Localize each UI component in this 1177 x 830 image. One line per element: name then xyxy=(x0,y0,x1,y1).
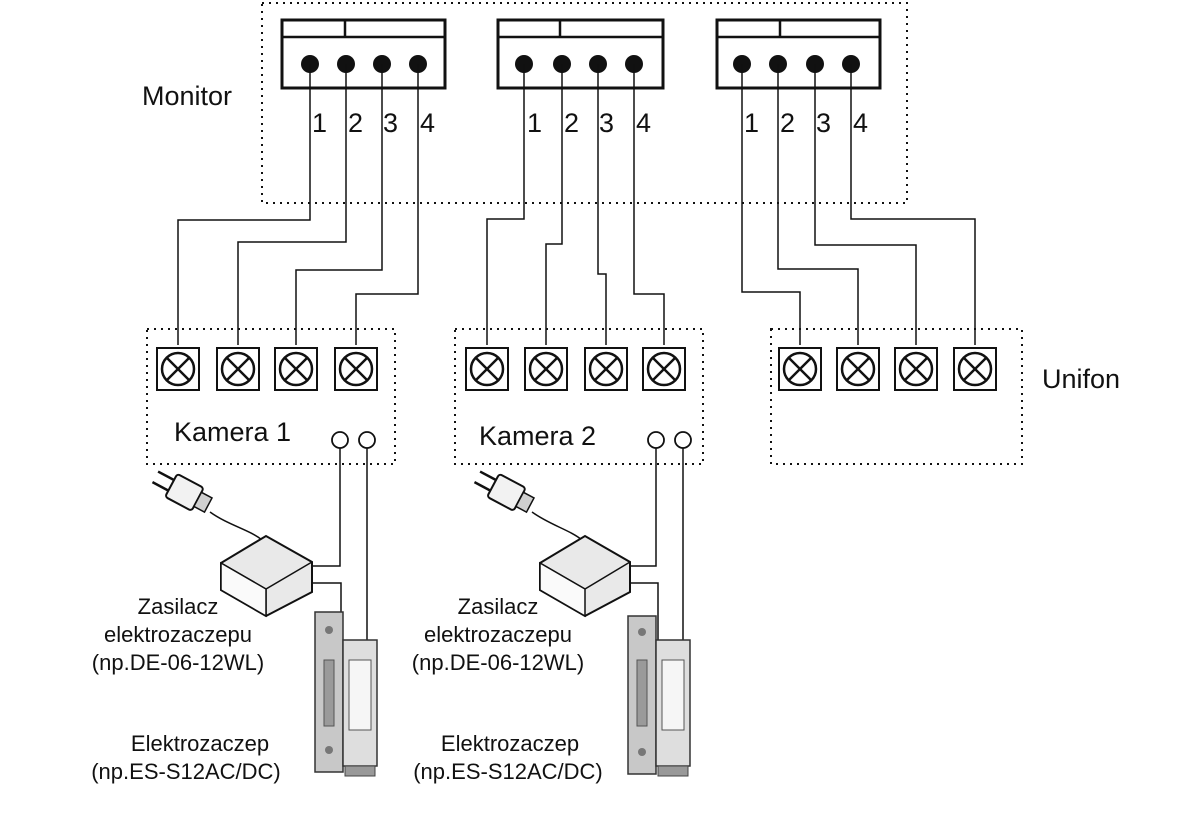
pin-label: 2 xyxy=(348,108,363,138)
lock-wires-left xyxy=(309,448,368,640)
lock-label-line-1: Elektrozaczep xyxy=(441,731,579,756)
lock-label-line-2: (np.ES-S12AC/DC) xyxy=(91,759,281,784)
wires-kamera-2 xyxy=(486,64,665,345)
electric-strike-icon xyxy=(314,611,378,777)
lock-label-line-1: Elektrozaczep xyxy=(131,731,269,756)
psu-label-line-3: (np.DE-06-12WL) xyxy=(92,650,264,675)
lock-terminal xyxy=(674,431,692,449)
power-supply-icon xyxy=(220,534,313,618)
lock-wires-right xyxy=(627,448,684,640)
plug-icon xyxy=(151,470,214,514)
lock-terminal xyxy=(331,431,349,449)
power-supply-icon xyxy=(539,534,631,618)
lock-terminal xyxy=(647,431,665,449)
pin-label: 2 xyxy=(780,108,795,138)
kamera-1-box xyxy=(146,328,396,465)
terminal-block-kamera-1 xyxy=(156,347,378,391)
psu-label-line-3: (np.DE-06-12WL) xyxy=(412,650,584,675)
pin-label: 4 xyxy=(853,108,868,138)
monitor-label: Monitor xyxy=(142,81,232,111)
pin-label: 4 xyxy=(636,108,651,138)
electric-strike-icon xyxy=(627,615,691,777)
lock-label-line-2: (np.ES-S12AC/DC) xyxy=(413,759,603,784)
unifon-box xyxy=(770,328,1023,465)
terminal-block-kamera-2 xyxy=(465,347,686,391)
wires-unifon xyxy=(741,64,976,345)
pin-label: 2 xyxy=(564,108,579,138)
plug-icon xyxy=(473,470,536,514)
pin-label: 1 xyxy=(312,108,327,138)
monitor-connector-1 xyxy=(280,18,447,90)
monitor-box xyxy=(261,2,908,204)
wires-kamera-1 xyxy=(177,64,419,345)
pin-label: 1 xyxy=(527,108,542,138)
terminal-block-unifon xyxy=(778,347,997,391)
monitor-connector-2 xyxy=(496,18,665,90)
psu-label-line-1: Zasilacz xyxy=(138,594,219,619)
psu-label-line-2: elektrozaczepu xyxy=(424,622,572,647)
kamera-2-box xyxy=(454,328,704,465)
kamera-1-label: Kamera 1 xyxy=(174,417,291,447)
psu-label-line-1: Zasilacz xyxy=(458,594,539,619)
power-cable xyxy=(531,511,583,541)
unifon-label: Unifon xyxy=(1042,364,1120,394)
pin-label: 3 xyxy=(599,108,614,138)
kamera-2-label: Kamera 2 xyxy=(479,421,596,451)
lock-terminal xyxy=(358,431,376,449)
power-cable xyxy=(209,511,263,541)
pin-label: 4 xyxy=(420,108,435,138)
pin-label: 3 xyxy=(383,108,398,138)
pin-label: 3 xyxy=(816,108,831,138)
pin-label: 1 xyxy=(744,108,759,138)
psu-label-line-2: elektrozaczepu xyxy=(104,622,252,647)
